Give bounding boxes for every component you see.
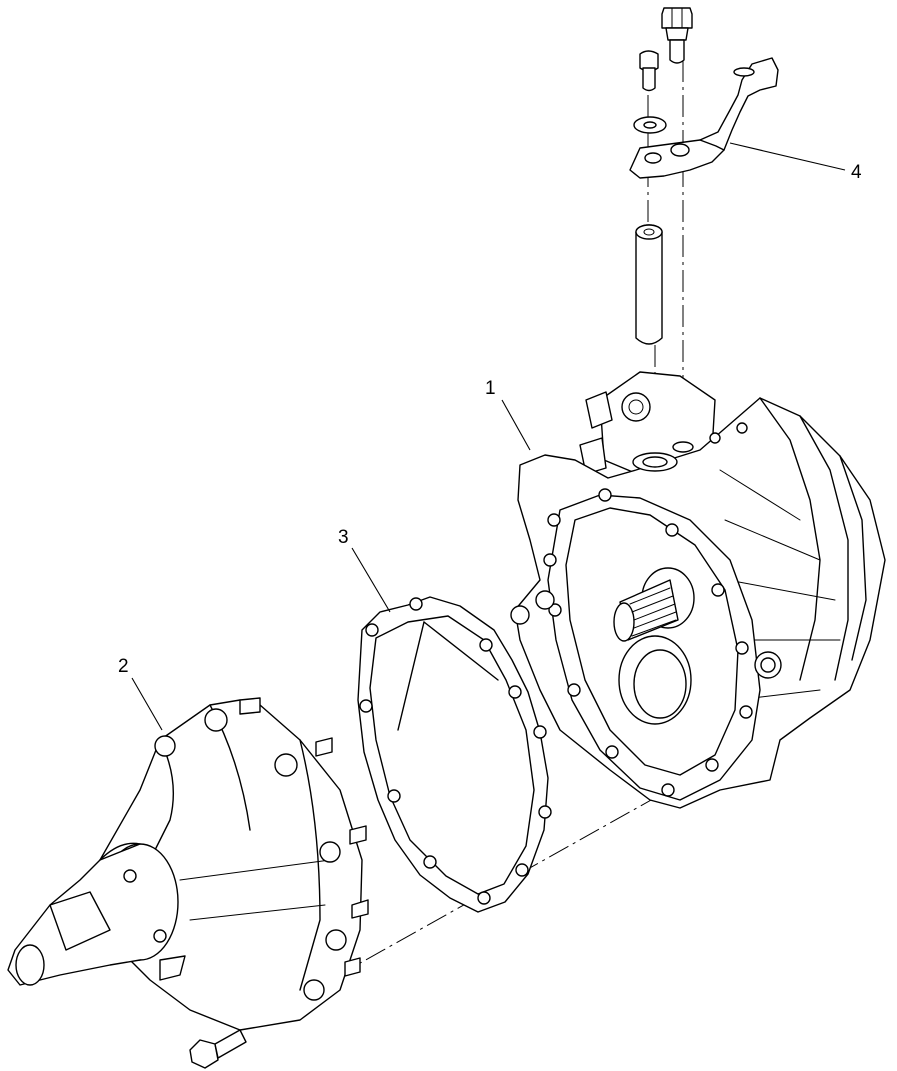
gasket-bolt-holes (359, 597, 552, 905)
housing-bolt (189, 1029, 247, 1069)
callout-leaders (131, 142, 846, 731)
callout-1: 1 (485, 378, 496, 399)
dowel-pin (635, 224, 663, 345)
callout-2: 2 (118, 656, 129, 677)
housing-bolt-holes (543, 488, 753, 797)
splined-input-shaft (613, 567, 695, 642)
part-4-mounting-bracket (629, 7, 779, 179)
callout-4: 4 (851, 162, 862, 183)
callout-3: 3 (338, 527, 349, 548)
housing-studs (123, 697, 369, 1001)
part-3-gasket (357, 596, 552, 913)
part-1-transaxle-housing (510, 371, 886, 809)
part-2-reduction-housing (7, 697, 369, 1031)
